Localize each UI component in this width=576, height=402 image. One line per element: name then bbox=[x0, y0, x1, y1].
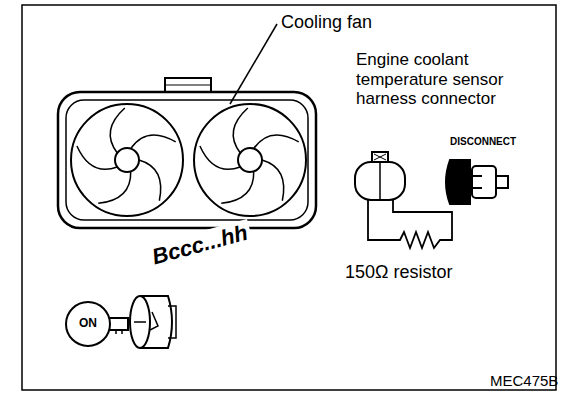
sensor-connector bbox=[379, 162, 381, 200]
switch-position: ON bbox=[79, 317, 97, 331]
action-label: DISCONNECT bbox=[450, 136, 516, 148]
figure-code: MEC475B bbox=[490, 372, 558, 389]
ignition-key bbox=[66, 302, 128, 346]
connector-lock bbox=[372, 152, 388, 162]
connector-lock bbox=[374, 154, 386, 160]
part-label: 150Ω resistor bbox=[345, 262, 453, 283]
leader-line bbox=[230, 24, 277, 104]
shroud-bracket bbox=[165, 85, 211, 86]
cooling-fan bbox=[71, 104, 306, 216]
ignition-switch bbox=[130, 296, 176, 348]
part-label: Engine coolant temperature sensor harnes… bbox=[356, 50, 556, 109]
resistor-symbol bbox=[368, 200, 452, 248]
disconnect-connector bbox=[446, 160, 508, 204]
frame bbox=[22, 5, 556, 390]
fan-shroud-inner bbox=[66, 100, 308, 220]
fan-shroud bbox=[58, 92, 316, 228]
sensor-connector bbox=[355, 162, 405, 200]
shroud-bracket bbox=[165, 78, 211, 92]
sound-effect: Bccc...hh bbox=[146, 219, 253, 270]
part-label: Cooling fan bbox=[281, 12, 372, 33]
